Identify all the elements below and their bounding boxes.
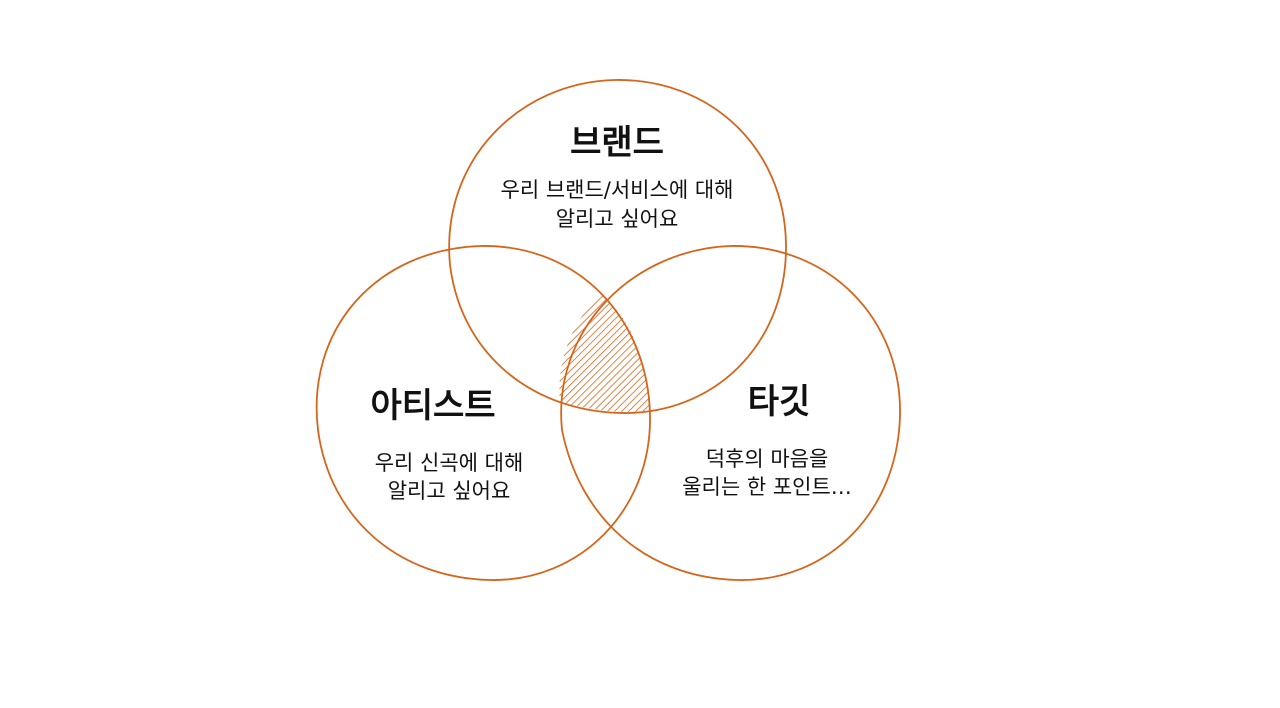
center-overlap-hatch: [559, 294, 650, 413]
target-title: 타깃: [748, 382, 811, 422]
brand-title: 브랜드: [570, 123, 664, 163]
target-description-line-2: 울리는 한 포인트…: [682, 475, 852, 499]
target-circle: [560, 245, 901, 581]
brand-circle: [448, 79, 787, 414]
artist-description-line-1: 우리 신곡에 대해: [375, 451, 524, 475]
target-description-line-1: 덕후의 마음을: [706, 447, 829, 471]
artist-title: 아티스트: [370, 386, 495, 426]
artist-circle: [315, 245, 651, 581]
artist-description-line-2: 알리고 싶어요: [388, 479, 511, 503]
brand-description-line-2: 알리고 싶어요: [556, 207, 679, 231]
brand-description-line-1: 우리 브랜드/서비스에 대해: [501, 178, 734, 202]
